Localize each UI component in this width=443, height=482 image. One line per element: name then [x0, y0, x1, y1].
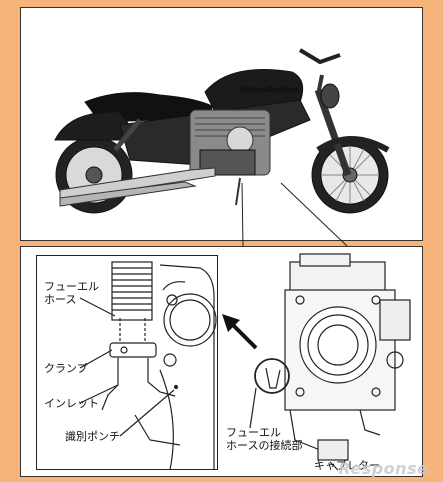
id-punch-label: 識別ポンチ: [65, 430, 120, 443]
direction-arrow: [222, 314, 258, 350]
motorcycle-illustration: Harley-Davidson: [54, 48, 390, 214]
fuel-hose-label: フューエル ホース: [44, 280, 99, 306]
air-cleaner: [226, 126, 254, 154]
hose-detail-drawing: [79, 261, 217, 471]
response-watermark: Response.: [338, 459, 435, 478]
clamp-shape: [109, 342, 157, 358]
fuel-hose-corrugated: [111, 261, 153, 321]
fuel-hose-connection-label: フューエル ホースの接続部: [226, 426, 303, 452]
pointer-line-right: [280, 182, 348, 247]
id-punch-mark: [173, 384, 179, 390]
svg-text:Harley-Davidson: Harley-Davidson: [239, 86, 300, 94]
connection-highlight-circle: [254, 358, 290, 394]
carburetor-label: キャブレター: [314, 459, 380, 472]
clamp-label: クランプ: [44, 362, 88, 375]
inlet-label: インレット: [44, 397, 99, 410]
carburetor-drawing: [249, 253, 411, 471]
pointer-line-left: [241, 182, 244, 247]
